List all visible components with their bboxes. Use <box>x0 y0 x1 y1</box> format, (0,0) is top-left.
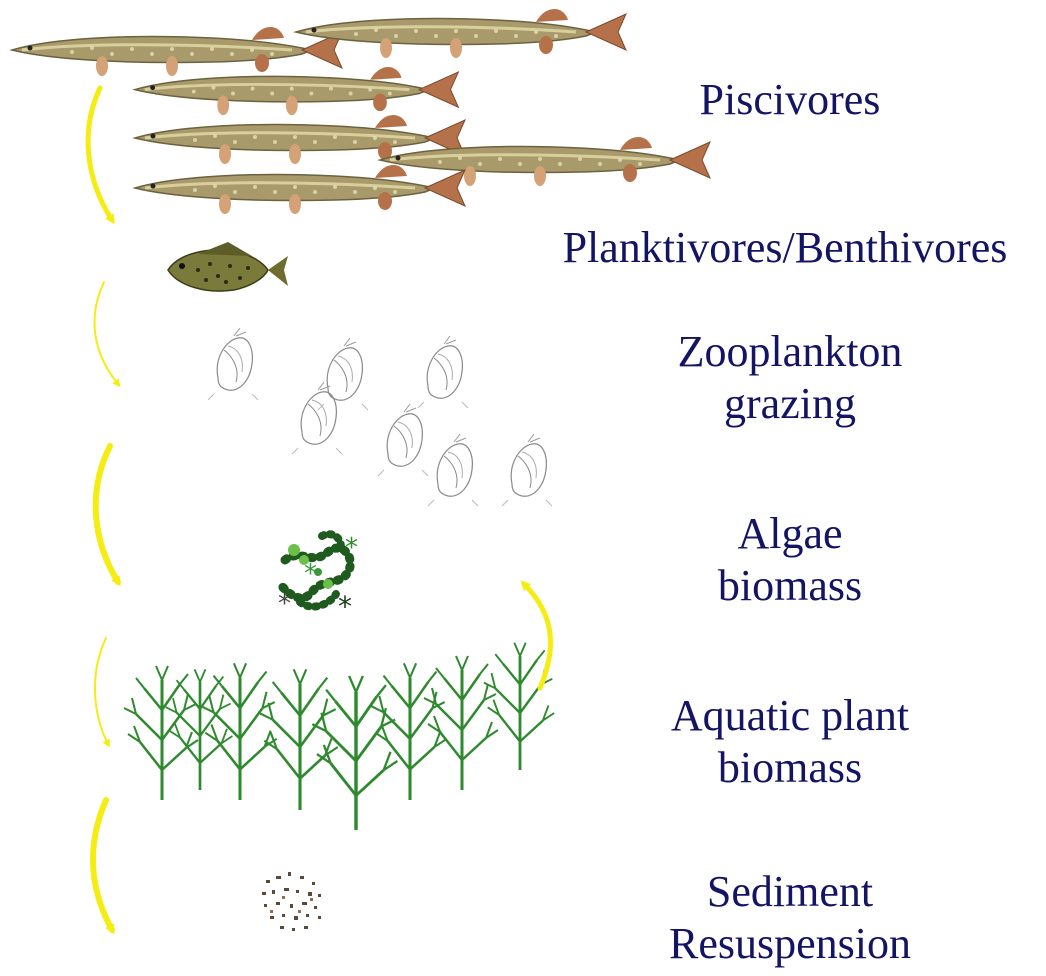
label-line: Resuspension <box>620 918 960 970</box>
label-piscivores: Piscivores <box>660 74 920 126</box>
label-line: grazing <box>620 378 960 430</box>
label-line: Algae <box>640 508 940 560</box>
label-line: Aquatic plant <box>610 690 970 742</box>
algae-cluster-icon: * * * * <box>278 533 358 623</box>
label-planktivores-benthivores: Planktivores/Benthivores <box>530 222 1040 274</box>
label-aquatic-plant-biomass: Aquatic plant biomass <box>610 690 970 794</box>
aquatic-plant-icon <box>124 643 554 830</box>
crappie-fish-icon <box>168 242 288 291</box>
pike-fish-icon <box>12 9 710 214</box>
label-line: Piscivores <box>660 74 920 126</box>
svg-text:*: * <box>345 533 358 563</box>
svg-text:*: * <box>338 590 352 623</box>
label-line: biomass <box>610 742 970 794</box>
sediment-particles-icon <box>257 868 329 936</box>
label-line: Zooplankton <box>620 326 960 378</box>
label-line: Sediment <box>620 866 960 918</box>
svg-text:*: * <box>278 589 291 619</box>
label-line: Planktivores/Benthivores <box>530 222 1040 274</box>
daphnia-icon <box>208 328 552 506</box>
label-sediment-resuspension: Sediment Resuspension <box>620 866 960 970</box>
label-algae-biomass: Algae biomass <box>640 508 940 612</box>
label-zooplankton-grazing: Zooplankton grazing <box>620 326 960 430</box>
label-line: biomass <box>640 560 940 612</box>
svg-text:*: * <box>304 559 317 589</box>
curved-arrow-icon <box>88 88 550 930</box>
